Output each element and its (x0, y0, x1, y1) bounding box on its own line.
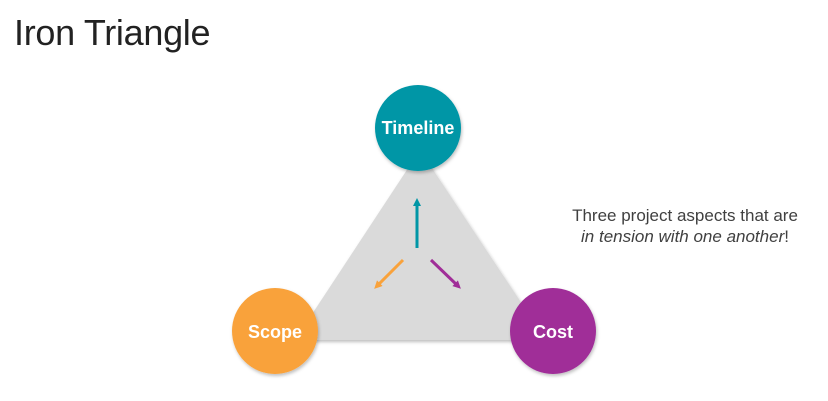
node-timeline-label: Timeline (382, 118, 455, 138)
node-timeline-circle (375, 85, 461, 171)
node-cost-circle (510, 288, 596, 374)
caption-italic: in tension with one another (581, 227, 785, 246)
node-scope-label: Scope (248, 322, 302, 342)
caption-line-2: in tension with one another! (530, 226, 828, 247)
caption: Three project aspects that are in tensio… (530, 205, 828, 247)
caption-exclamation: ! (784, 227, 789, 246)
node-scope-circle (232, 288, 318, 374)
arrow-down-right-cost (429, 258, 461, 289)
node-cost-label: Cost (533, 322, 573, 342)
caption-line-1: Three project aspects that are (572, 206, 798, 225)
node-cost: Cost (510, 288, 596, 374)
node-scope: Scope (232, 288, 318, 374)
node-timeline: Timeline (375, 85, 461, 171)
triangle-background (295, 150, 546, 340)
arrow-down-left-scope (374, 258, 405, 289)
slide-title: Iron Triangle (14, 12, 211, 53)
